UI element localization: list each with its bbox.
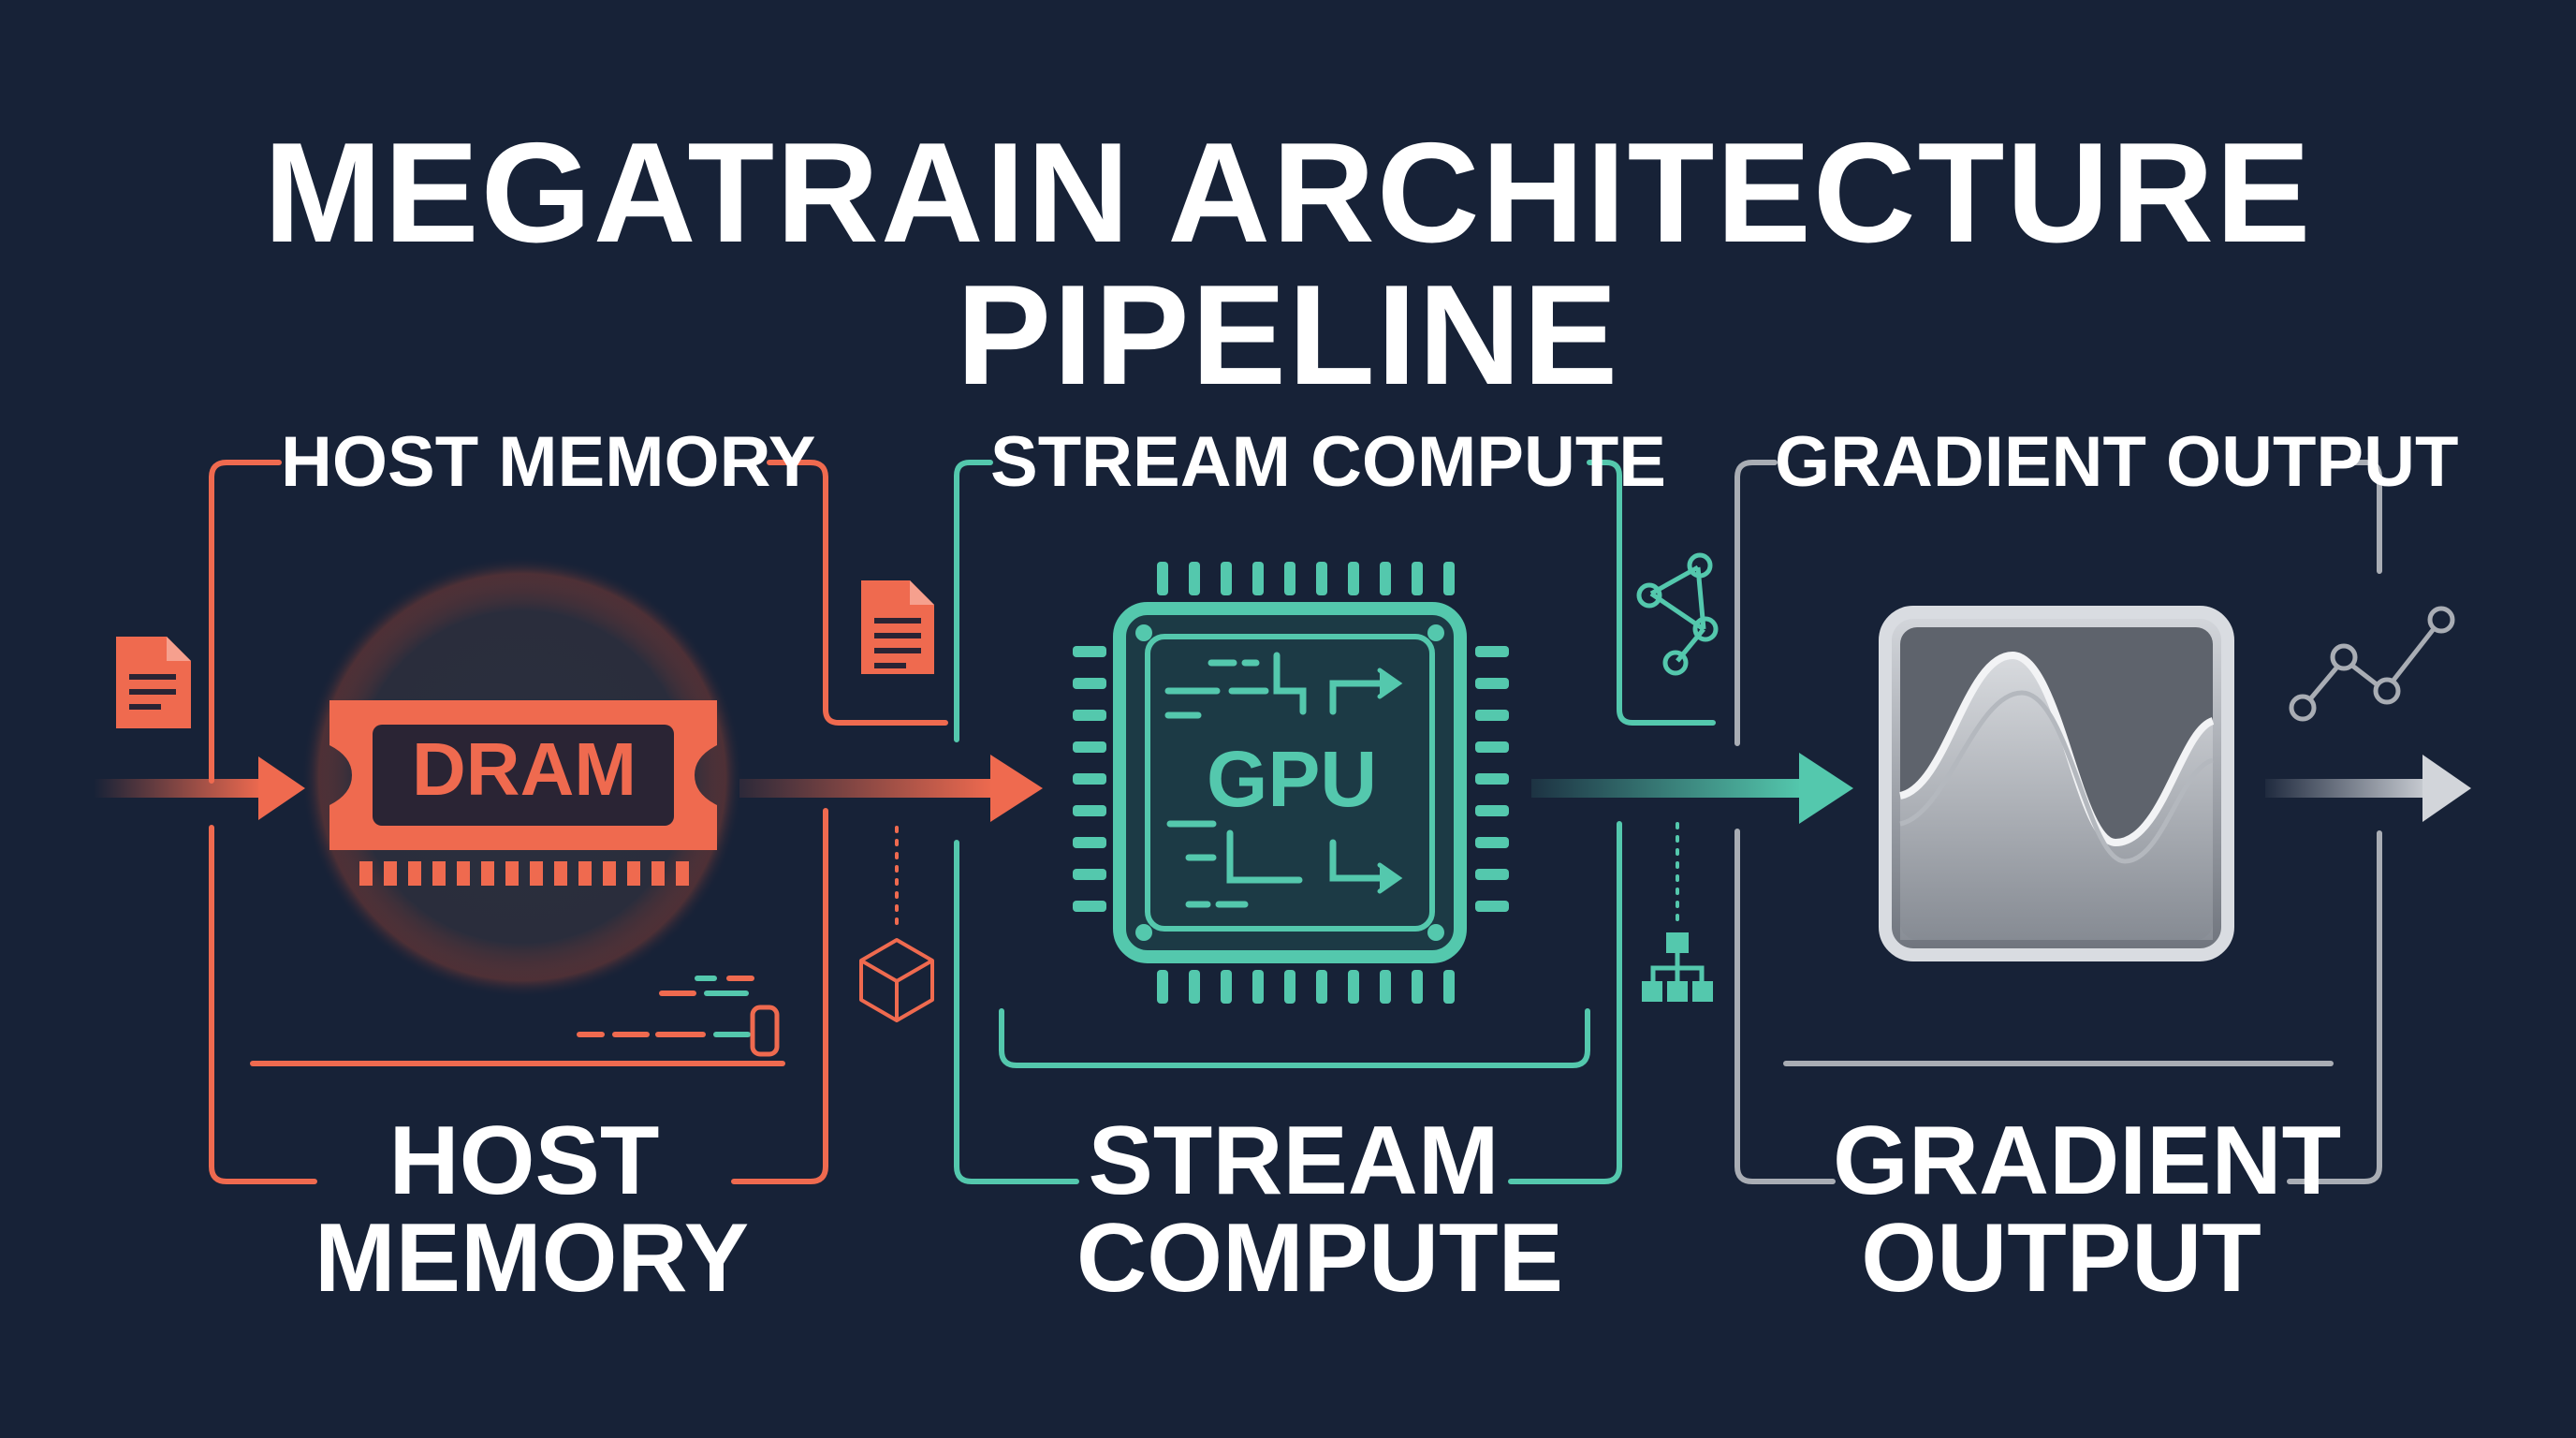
host-memory-header: HOST MEMORY [281, 422, 816, 502]
cube-icon [859, 938, 934, 1022]
dram-label: DRAM [412, 727, 637, 811]
stream-compute-footer-line2: COMPUTE [1076, 1204, 1563, 1313]
arrow-compute-to-output [1531, 753, 1853, 824]
gradient-output-footer-line1: GRADIENT [1833, 1107, 2342, 1215]
document-icon [861, 580, 934, 674]
gradient-output-header: GRADIENT OUTPUT [1775, 422, 2459, 502]
network-graph-icon [1636, 552, 1719, 676]
line-chart-icon [2289, 606, 2455, 722]
gpu-label: GPU [1206, 735, 1378, 823]
stream-compute-footer-line1: STREAM [1088, 1107, 1500, 1215]
stream-compute-header: STREAM COMPUTE [990, 422, 1666, 502]
arrow-host-to-compute [739, 755, 1043, 822]
gradient-output-panel [1734, 460, 2382, 1184]
host-memory-footer: HOST MEMORY [315, 1107, 750, 1313]
stream-compute-panel [954, 460, 1716, 1184]
gradient-output-footer-line2: OUTPUT [1861, 1204, 2261, 1313]
host-memory-footer-line2: MEMORY [315, 1204, 750, 1313]
diagram-title: MEGATRAIN ARCHITECTURE PIPELINE [263, 113, 2313, 415]
ram-module-icon [577, 976, 780, 1057]
dram-chip-icon [329, 700, 717, 886]
waveform-chart-icon [1879, 606, 2234, 961]
processor-chip-icon [1073, 562, 1509, 1004]
input-arrow [94, 756, 305, 820]
stream-compute-footer: STREAM COMPUTE [1076, 1107, 1563, 1313]
host-memory-panel [209, 460, 948, 1184]
hierarchy-icon [1642, 932, 1713, 1002]
output-arrow [2265, 755, 2471, 822]
host-memory-footer-line1: HOST [388, 1107, 660, 1215]
gradient-output-footer: GRADIENT OUTPUT [1833, 1107, 2342, 1313]
document-icon [116, 637, 191, 728]
